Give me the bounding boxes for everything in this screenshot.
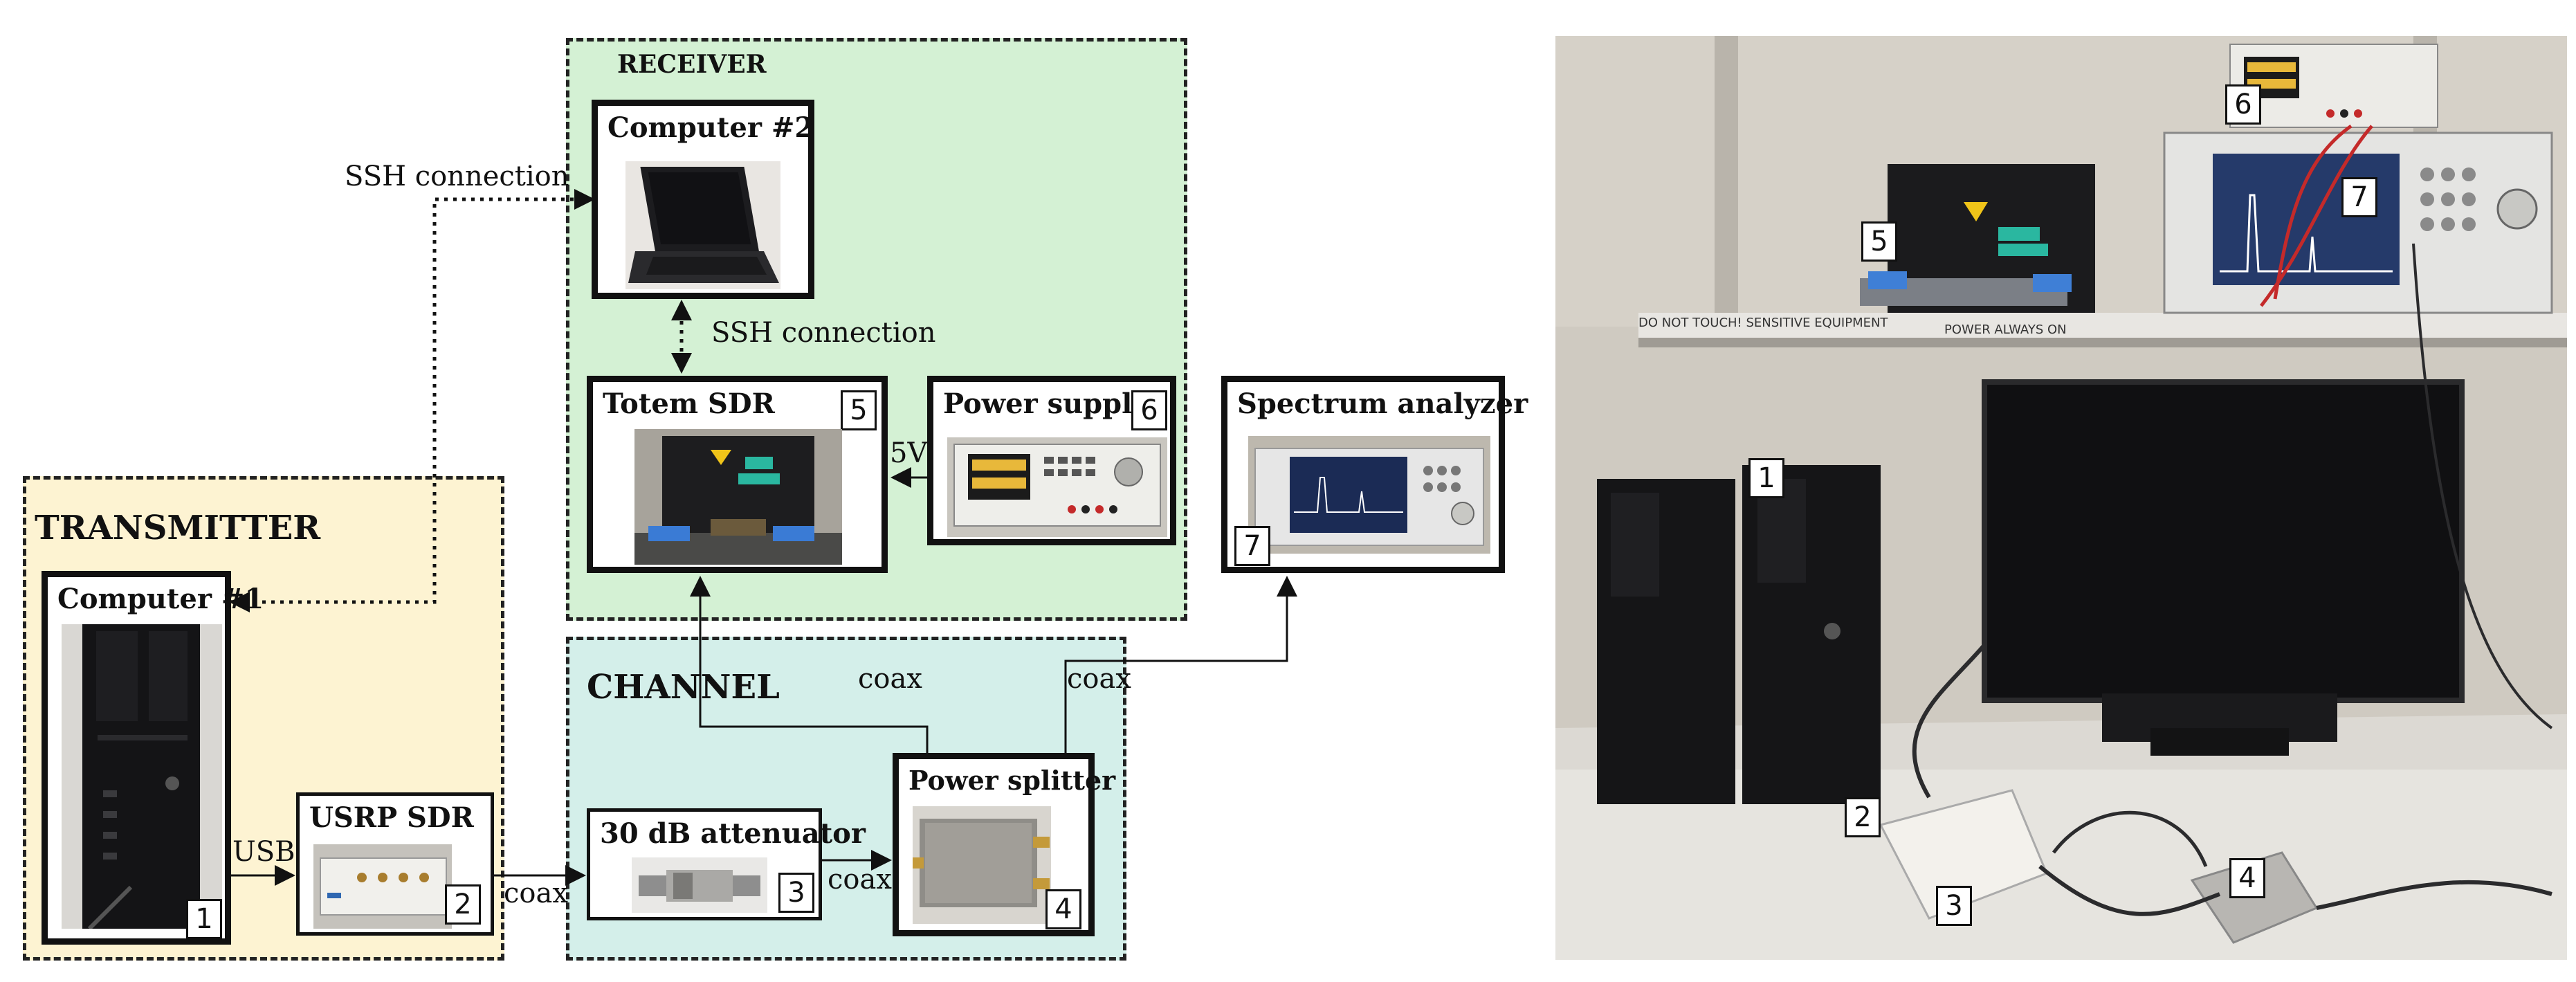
- desktop-tower-photo: [62, 624, 222, 929]
- attenuator-photo: [632, 857, 767, 913]
- usb-label: USB: [232, 836, 295, 868]
- computer1-badge: 1: [186, 899, 222, 939]
- usrp-sdr-badge: 2: [445, 884, 481, 925]
- spectrum-analyzer-title: Spectrum analyzer: [1237, 388, 1528, 420]
- power-supply-title: Power supply: [943, 388, 1149, 420]
- power-splitter-badge: 4: [1045, 889, 1081, 929]
- channel-title: CHANNEL: [587, 668, 780, 707]
- power-splitter-title: Power splitter: [908, 765, 1116, 796]
- computer2-box: Computer #2: [592, 100, 814, 299]
- ssh-inner-label: SSH connection: [711, 317, 936, 349]
- photo-badge-4: 4: [2229, 858, 2265, 898]
- attenuator-box: 30 dB attenuator 3: [587, 808, 866, 920]
- power-splitter-box: Power splitter 4: [893, 753, 1115, 936]
- spectrum-analyzer-box: Spectrum analyzer 7: [1221, 376, 1528, 573]
- power-supply-box: Power supply 6: [927, 376, 1176, 545]
- computer1-box: Computer #1 1: [42, 571, 264, 945]
- usrp-sdr-photo: [313, 844, 452, 929]
- coax-to-analyzer-label: coax: [1067, 663, 1131, 695]
- shelf-label-left: DO NOT TOUCH! SENSITIVE EQUIPMENT: [1638, 316, 1888, 330]
- photo-badge-6: 6: [2225, 84, 2261, 125]
- coax-usrp-label: coax: [504, 878, 568, 909]
- totem-sdr-box: Totem SDR 5: [587, 376, 888, 573]
- connection-wires: [229, 189, 1297, 886]
- totem-sdr-badge: 5: [841, 390, 877, 430]
- laptop-photo: [625, 161, 780, 289]
- photo-badge-5: 5: [1861, 221, 1897, 262]
- attenuator-badge: 3: [778, 873, 814, 913]
- photo-badge-1: 1: [1748, 458, 1784, 498]
- photo-badge-7: 7: [2341, 177, 2377, 217]
- lab-photo: [1555, 36, 2567, 960]
- coax-to-totem-label: coax: [858, 663, 922, 695]
- coax-attenuator-label: coax: [828, 864, 892, 895]
- power-supply-photo: [947, 437, 1167, 537]
- usrp-sdr-box: USRP SDR 2: [296, 792, 494, 936]
- attenuator-title: 30 dB attenuator: [600, 817, 866, 850]
- totem-sdr-photo: [634, 429, 842, 565]
- receiver-title: RECEIVER: [617, 50, 767, 79]
- computer2-title: Computer #2: [608, 111, 814, 144]
- spectrum-analyzer-photo: [1248, 436, 1490, 554]
- shelf-label-right: POWER ALWAYS ON: [1944, 322, 2067, 337]
- power-supply-badge: 6: [1131, 390, 1167, 430]
- photo-badge-3: 3: [1936, 886, 1972, 926]
- ssh-outer-label: SSH connection: [345, 161, 569, 192]
- power-splitter-photo: [913, 806, 1051, 924]
- totem-sdr-title: Totem SDR: [603, 388, 775, 420]
- five-volt-label: 5V: [890, 437, 928, 469]
- spectrum-analyzer-badge: 7: [1234, 526, 1270, 566]
- photo-badge-2: 2: [1845, 797, 1881, 837]
- usrp-sdr-title: USRP SDR: [309, 801, 474, 834]
